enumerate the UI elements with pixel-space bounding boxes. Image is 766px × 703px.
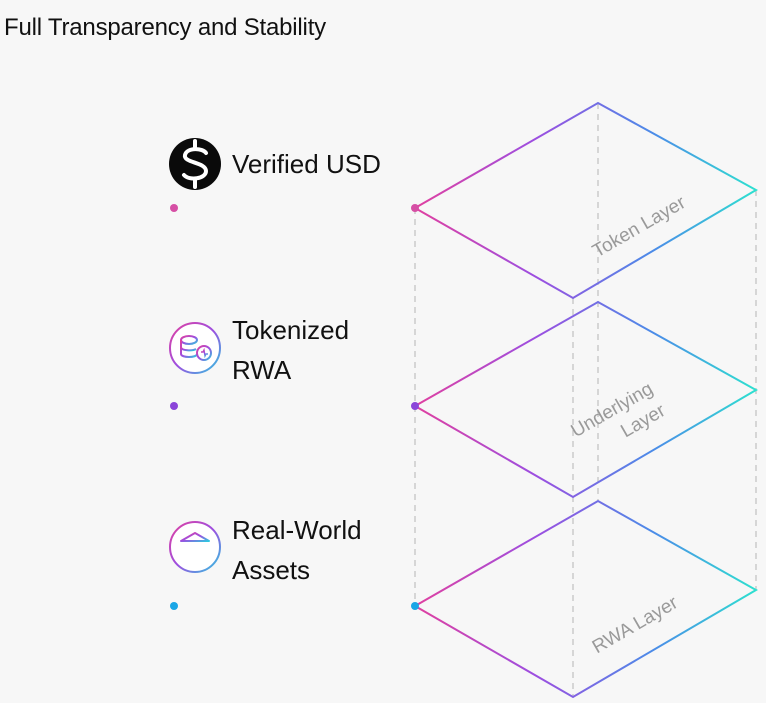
rwa-layer-outline xyxy=(412,499,759,699)
connector-dot-end-1 xyxy=(411,204,419,212)
connector-real-world-assets xyxy=(170,602,419,610)
label-verified-usd: Verified USD xyxy=(232,149,381,179)
connector-dot-end-2 xyxy=(411,402,419,410)
bank-building-icon xyxy=(169,521,221,573)
connector-dot-end-3 xyxy=(411,602,419,610)
vertical-guides xyxy=(414,103,757,697)
connector-verified-usd xyxy=(170,204,419,212)
token-layer-label: Token Layer xyxy=(589,192,690,262)
connector-tokenized-rwa xyxy=(170,402,419,410)
connector-dot-start-2 xyxy=(170,402,178,410)
rwa-layer-label: RWA Layer xyxy=(589,592,682,658)
token-layer-outline xyxy=(412,101,759,300)
underlying-layer: Underlying Layer xyxy=(412,300,759,499)
dollar-icon xyxy=(169,138,221,190)
token-layer: Token Layer xyxy=(412,101,759,300)
underlying-layer-outline xyxy=(412,300,759,499)
connector-dot-start-1 xyxy=(170,204,178,212)
tokenized-coins-icon xyxy=(169,322,221,374)
rwa-layer: RWA Layer xyxy=(412,499,759,699)
page-title: Full Transparency and Stability xyxy=(4,14,326,41)
label-real-world-assets: Real-World Assets xyxy=(232,515,362,585)
connector-dot-start-3 xyxy=(170,602,178,610)
label-tokenized-rwa: Tokenized RWA xyxy=(232,315,350,385)
